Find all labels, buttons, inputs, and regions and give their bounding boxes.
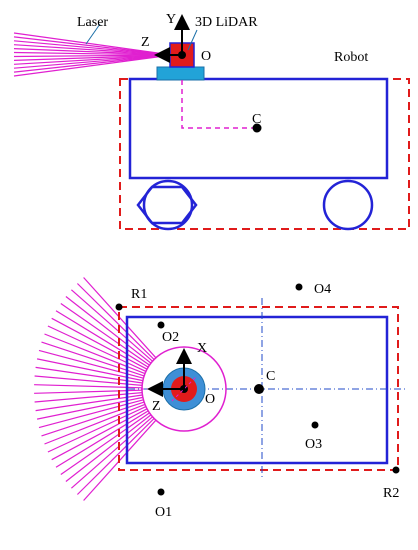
side-origin-label: O bbox=[201, 49, 211, 64]
laser-ray bbox=[13, 54, 173, 58]
corner-r1-point bbox=[115, 303, 123, 311]
laser-ray bbox=[13, 36, 173, 56]
laser-ray bbox=[47, 406, 147, 453]
laser-ray bbox=[13, 32, 173, 56]
top-laser-fan bbox=[34, 277, 157, 501]
laser-ray bbox=[13, 51, 173, 56]
corner-r2-point bbox=[392, 466, 400, 474]
obstacle-o4-label: O4 bbox=[314, 282, 331, 297]
top-view: R1 R2 O2 O4 O3 O1 X Z O C bbox=[34, 277, 408, 520]
top-center-point bbox=[254, 384, 264, 394]
laser-ray bbox=[13, 54, 173, 61]
robot-label: Robot bbox=[334, 50, 368, 65]
side-z-axis-label: Z bbox=[141, 35, 150, 50]
laser-ray bbox=[34, 392, 143, 403]
laser-ray bbox=[44, 333, 146, 375]
side-laser-fan bbox=[13, 32, 173, 77]
side-boundary-rect bbox=[119, 78, 410, 230]
top-x-axis-label: X bbox=[197, 341, 207, 356]
laser-ray bbox=[34, 375, 143, 386]
laser-ray bbox=[13, 54, 173, 69]
laser-ray bbox=[13, 48, 173, 56]
laser-ray bbox=[60, 412, 150, 475]
laser-ray bbox=[13, 40, 173, 56]
side-center-label: C bbox=[252, 112, 261, 127]
side-center-point bbox=[252, 123, 262, 133]
laser-label: Laser bbox=[77, 15, 108, 30]
lidar-base bbox=[156, 66, 205, 81]
top-z-axis-label: Z bbox=[152, 399, 161, 414]
top-origin-label: O bbox=[205, 392, 215, 407]
laser-ray bbox=[35, 366, 143, 384]
obstacle-o3-label: O3 bbox=[305, 437, 322, 452]
obstacle-o4-point bbox=[295, 283, 303, 291]
laser-ray bbox=[71, 416, 153, 489]
side-robot-body bbox=[128, 77, 389, 180]
obstacle-o2-label: O2 bbox=[162, 330, 179, 345]
side-offset-path bbox=[181, 80, 257, 129]
laser-ray bbox=[34, 389, 143, 394]
laser-ray bbox=[47, 325, 147, 372]
laser-ray bbox=[76, 283, 155, 360]
laser-ray bbox=[13, 44, 173, 56]
obstacle-o1-point bbox=[157, 488, 165, 496]
laser-ray bbox=[55, 310, 149, 368]
laser-ray bbox=[13, 54, 173, 73]
laser-ray bbox=[13, 54, 173, 77]
laser-ray bbox=[55, 410, 149, 468]
top-center-label: C bbox=[266, 369, 275, 384]
corner-r2-label: R2 bbox=[383, 486, 399, 501]
laser-ray bbox=[34, 384, 143, 389]
laser-ray bbox=[71, 289, 153, 362]
laser-ray bbox=[13, 54, 173, 65]
obstacle-o2-point bbox=[157, 321, 165, 329]
laser-ray bbox=[36, 358, 144, 382]
laser-ray bbox=[76, 418, 155, 495]
obstacle-o1-label: O1 bbox=[155, 505, 172, 520]
corner-r1-label: R1 bbox=[131, 287, 147, 302]
lidar-label-pointer bbox=[187, 29, 198, 51]
side-view: Laser Y 3D LiDAR Z O Robot C bbox=[13, 12, 410, 231]
laser-ray bbox=[51, 408, 148, 461]
laser-ray bbox=[60, 303, 150, 366]
side-y-axis-label: Y bbox=[166, 12, 176, 27]
laser-ray bbox=[65, 414, 152, 482]
laser-ray bbox=[35, 394, 143, 412]
laser-ray bbox=[44, 403, 146, 445]
lidar-label: 3D LiDAR bbox=[195, 15, 258, 30]
laser-label-pointer bbox=[85, 23, 101, 45]
top-robot-body bbox=[125, 315, 389, 465]
side-wheel-right bbox=[322, 179, 374, 231]
laser-ray bbox=[51, 317, 148, 370]
side-wheel-left bbox=[142, 179, 194, 231]
laser-ray bbox=[36, 396, 144, 420]
laser-ray bbox=[65, 296, 152, 364]
obstacle-o3-point bbox=[311, 421, 319, 429]
